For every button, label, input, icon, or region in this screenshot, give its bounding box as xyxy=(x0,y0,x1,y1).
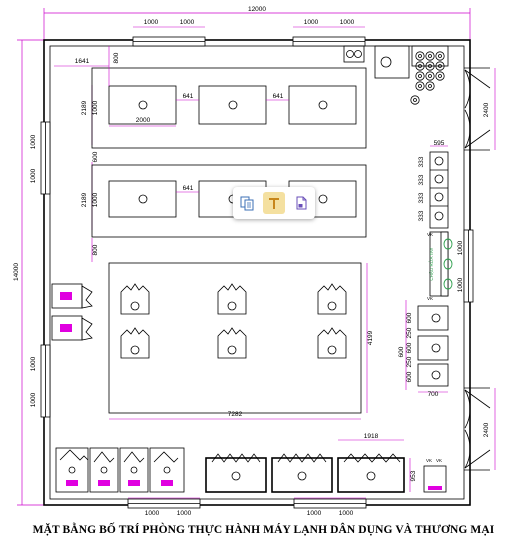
sink-label: CHẬU RỬA TAY xyxy=(428,247,434,280)
dim-top-window-3: 1000 xyxy=(304,19,319,26)
dim-overall-width: 12000 xyxy=(248,6,266,13)
dim-bottom-window-4: 1000 xyxy=(339,510,354,517)
unit-circle xyxy=(227,301,237,311)
dim-cabinet-2: 250 xyxy=(406,327,413,338)
dim-table-gap-3: 641 xyxy=(183,185,194,192)
gas-cylinder-valve xyxy=(418,84,422,88)
dim-cabinet-width: 700 xyxy=(428,391,439,398)
gas-cylinder xyxy=(435,61,445,71)
unit-symbol xyxy=(217,327,247,359)
dim-row-gap: 600 xyxy=(92,151,99,162)
unit-symbol xyxy=(120,283,150,315)
unit-symbol xyxy=(120,327,150,359)
dim-cabinet-6: 600 xyxy=(406,371,413,382)
small-label-2: VK xyxy=(436,458,442,463)
plan-title: MẶT BẰNG BỐ TRÍ PHÒNG THỰC HÀNH MÁY LẠNH… xyxy=(32,524,495,536)
unit-circle xyxy=(327,301,337,311)
gas-cylinder-valve xyxy=(428,54,432,58)
dim-row1-sub: 1000 xyxy=(92,100,99,115)
gas-cylinder-valve xyxy=(438,64,442,68)
text-tool-button[interactable] xyxy=(262,192,285,214)
page-icon xyxy=(296,196,307,210)
dim-bottom-window-3: 1000 xyxy=(307,510,322,517)
gas-cylinder-valve xyxy=(418,74,422,78)
dim-top-window-1: 1000 xyxy=(144,19,159,26)
dim-units-area-width: 7282 xyxy=(228,411,243,418)
gas-cylinder xyxy=(425,71,435,81)
dim-shelf-2: 333 xyxy=(418,174,425,185)
gas-cylinder xyxy=(415,51,425,61)
gas-cylinder xyxy=(415,81,425,91)
gas-cylinder xyxy=(435,71,445,81)
dim-table-gap-2: 641 xyxy=(273,93,284,100)
dim-right-window: 1000 xyxy=(457,240,464,255)
copy-page-button[interactable] xyxy=(236,192,258,214)
copy-page-icon xyxy=(240,196,254,211)
gas-cylinder-valve xyxy=(438,74,442,78)
dim-left-window-3: 1000 xyxy=(30,356,37,371)
gas-cylinder-valve xyxy=(428,74,432,78)
gas-cylinder-valve xyxy=(428,64,432,68)
gas-cylinder xyxy=(435,51,445,61)
unit-symbol xyxy=(317,327,347,359)
page-button[interactable] xyxy=(290,192,312,214)
dim-shelf-4: 333 xyxy=(418,210,425,221)
floating-toolbar xyxy=(233,187,315,219)
dim-table-gap-1: 641 xyxy=(183,93,194,100)
dim-table-offset-x: 1641 xyxy=(75,58,90,65)
dim-units-area-height: 4199 xyxy=(367,330,374,345)
dim-bottom-window-1: 1000 xyxy=(145,510,160,517)
gas-cylinder-valve xyxy=(418,64,422,68)
dim-row3-gap: 800 xyxy=(92,244,99,255)
unit-symbol xyxy=(317,283,347,315)
gas-cylinder xyxy=(425,81,435,91)
dim-left-window-1: 1000 xyxy=(30,134,37,149)
dim-row2-sub: 1000 xyxy=(92,192,99,207)
dim-shelf-width: 595 xyxy=(434,140,445,147)
dim-door-top: 2400 xyxy=(483,102,490,117)
unit-circle xyxy=(130,301,140,311)
unit-circle xyxy=(227,345,237,355)
dim-table-length: 2000 xyxy=(136,117,151,124)
sink-side-label-2: VK xyxy=(427,296,433,301)
gas-cylinder-valve xyxy=(413,98,417,102)
dim-bottom-unit-gap: 953 xyxy=(410,470,417,481)
dim-left-window-2: 1000 xyxy=(30,168,37,183)
dim-cabinet-5: 600 xyxy=(398,346,405,357)
gas-cylinder xyxy=(415,61,425,71)
sink-side-label: VK xyxy=(427,232,433,237)
text-tool-icon xyxy=(268,198,279,209)
dim-door-bottom: 2400 xyxy=(483,422,490,437)
dim-top-window-4: 1000 xyxy=(340,19,355,26)
small-label-1: VK xyxy=(426,458,432,463)
gas-cylinder-valve xyxy=(428,84,432,88)
dim-bottom-window-2: 1000 xyxy=(177,510,192,517)
gas-cylinder-valve xyxy=(418,54,422,58)
dim-table-offset-y: 800 xyxy=(113,52,120,63)
dim-right-window-2: 1000 xyxy=(457,277,464,292)
dim-overall-height: 14000 xyxy=(13,263,20,281)
dim-row1-height: 2189 xyxy=(81,100,88,115)
unit-circle xyxy=(130,345,140,355)
unit-symbol xyxy=(217,283,247,315)
dim-shelf-1: 333 xyxy=(418,156,425,167)
dim-row2-height: 2189 xyxy=(81,192,88,207)
gas-cylinder xyxy=(425,61,435,71)
dim-bottom-unit-width: 1918 xyxy=(364,433,379,440)
gas-cylinder xyxy=(425,51,435,61)
dim-left-window-4: 1000 xyxy=(30,392,37,407)
dim-shelf-3: 333 xyxy=(418,192,425,203)
gas-cylinder-valve xyxy=(438,54,442,58)
gas-cylinder xyxy=(410,95,420,105)
dim-cabinet-1: 600 xyxy=(406,312,413,323)
dim-top-window-2: 1000 xyxy=(180,19,195,26)
dim-cabinet-3: 600 xyxy=(406,342,413,353)
gas-cylinder xyxy=(415,71,425,81)
unit-circle xyxy=(327,345,337,355)
dim-cabinet-4: 250 xyxy=(406,356,413,367)
